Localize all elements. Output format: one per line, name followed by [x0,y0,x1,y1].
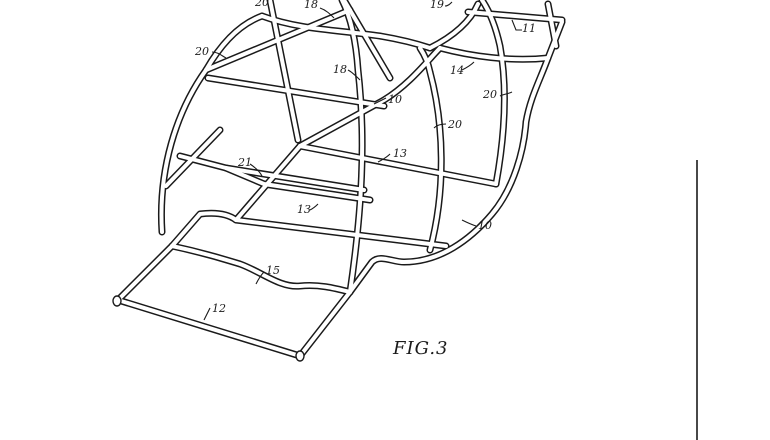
ref-label-10-lower: 10 [478,219,492,232]
ref-label-12: 12 [212,302,226,315]
ref-label-14: 14 [450,64,464,77]
ref-label-13-lower: 13 [297,203,311,216]
ref-label-19: 19 [430,0,444,11]
ref-label-20-center: 20 [447,118,462,131]
ref-label-20-top: 20 [254,0,269,9]
ref-label-20-left: 20 [194,45,209,58]
tube-end-cap-left [112,295,122,307]
ref-label-18-mid: 18 [333,63,347,76]
front-hoop-right [338,0,366,296]
ref-label-21: 21 [237,156,252,169]
leader-lines [203,1,522,321]
ref-label-20-right: 20 [482,88,497,101]
reference-numerals: 20 18 19 11 20 18 10 14 20 20 21 13 13 1… [194,0,536,315]
ref-label-18-top: 18 [304,0,318,11]
ref-label-13-upper: 13 [393,147,407,160]
frame-structure-highlight [116,0,564,358]
ref-label-10-mid: 10 [388,93,402,106]
ref-label-15: 15 [266,264,280,277]
ref-label-11: 11 [522,22,536,35]
tube-end-cap-right [295,350,305,362]
figure-caption: FIG.3 [392,338,449,359]
